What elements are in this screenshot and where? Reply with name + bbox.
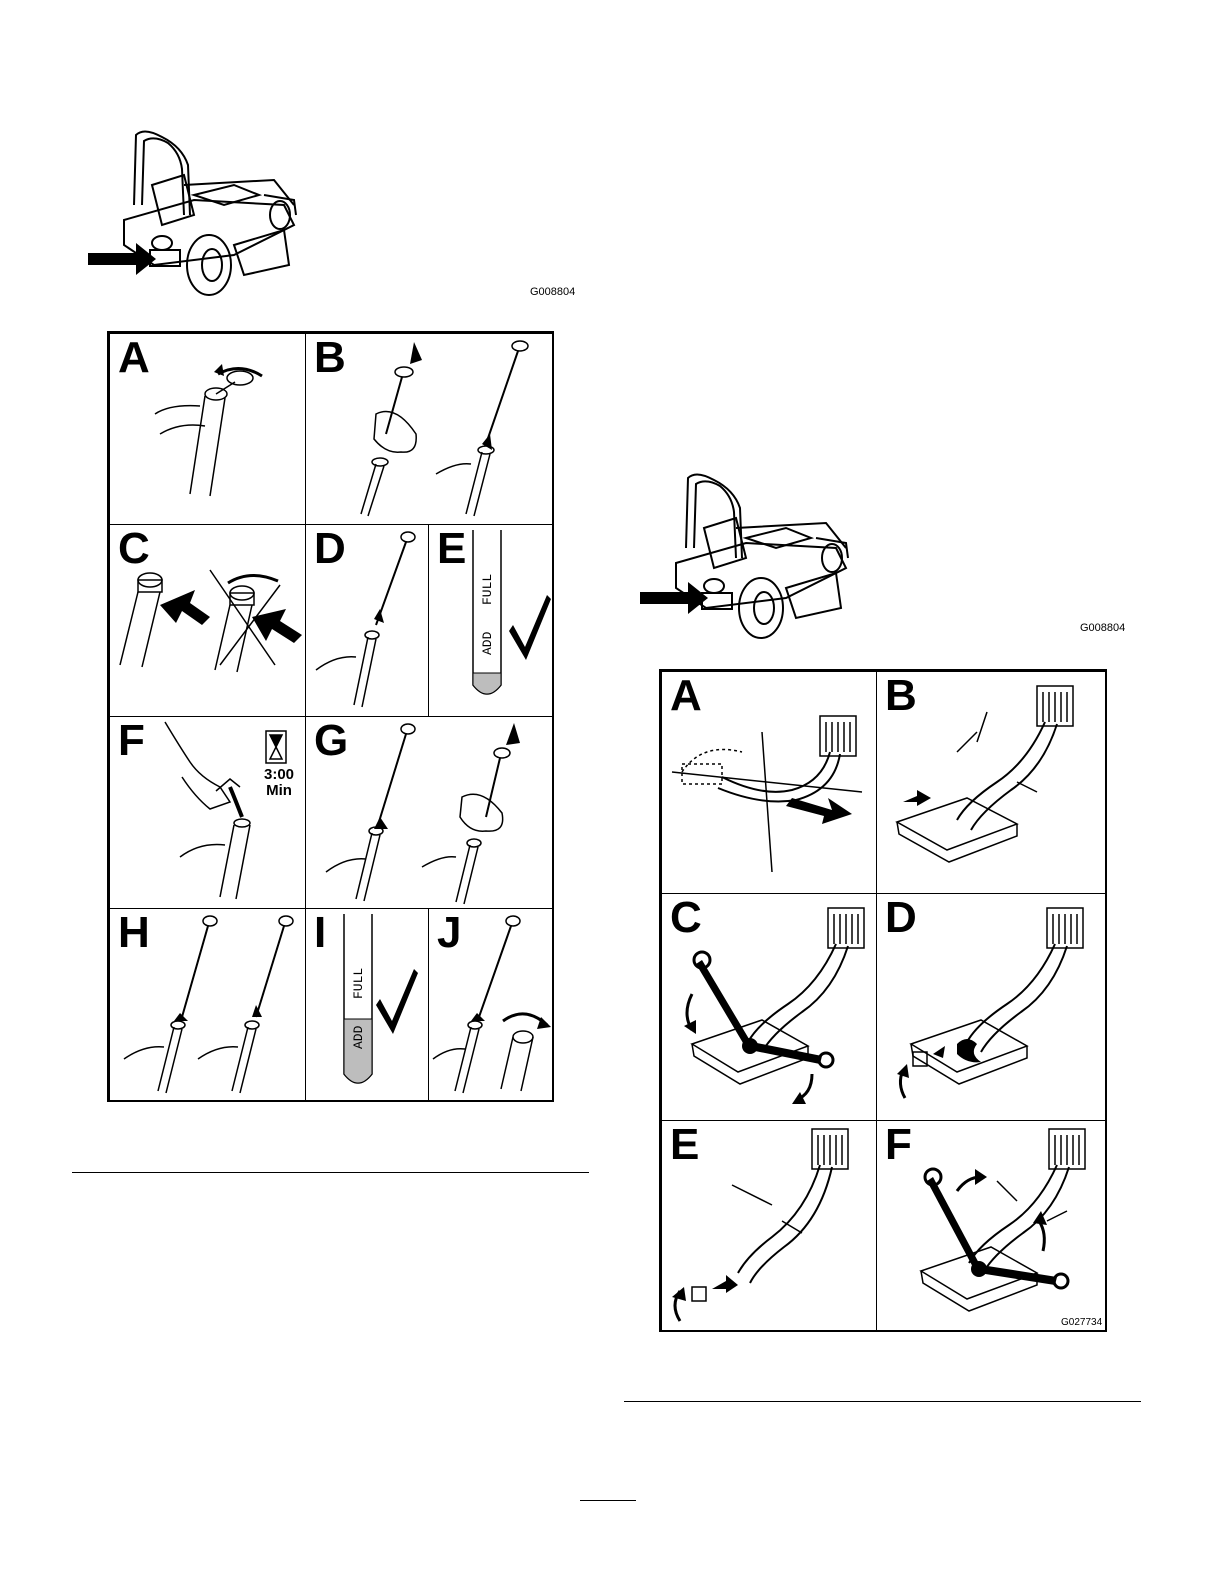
page-footer-rule: [580, 1500, 636, 1501]
figure-code: G008804: [530, 286, 575, 298]
panel-c: C: [661, 893, 877, 1121]
gauge-add: ADD: [480, 631, 495, 655]
panel-f: F G027734: [876, 1120, 1106, 1331]
panel-d: D: [305, 524, 429, 717]
timer-value: 3:00: [258, 767, 300, 783]
timer-label: 3:00 Min: [258, 767, 300, 799]
panel-j: J: [428, 908, 553, 1101]
panel-d: D: [876, 893, 1106, 1121]
panel-i: I ADD FULL: [305, 908, 429, 1101]
gauge-add: ADD: [351, 1025, 366, 1049]
section-divider: [624, 1401, 1141, 1402]
panel-h: H: [109, 908, 306, 1101]
mower-illustration-right: [636, 468, 1136, 648]
timer-unit: Min: [258, 783, 300, 799]
panel-a: A: [661, 671, 877, 894]
panel-c: C: [109, 524, 306, 717]
panel-e: E ADD FULL: [428, 524, 553, 717]
gauge-full: FULL: [351, 968, 366, 999]
panel-f: F 3:00 Min: [109, 716, 306, 909]
dipstick-procedure-grid: A B: [107, 331, 554, 1102]
figure-code: G027734: [1061, 1317, 1102, 1328]
panel-e: E: [661, 1120, 877, 1331]
figure-code: G008804: [1080, 622, 1125, 634]
panel-g: G: [305, 716, 553, 909]
mower-illustration-left: [84, 125, 584, 305]
panel-b: B: [305, 333, 553, 525]
gauge-full: FULL: [480, 574, 495, 605]
panel-b: B: [876, 671, 1106, 894]
panel-a: A: [109, 333, 306, 525]
oil-drain-procedure-grid: A B: [659, 669, 1107, 1332]
section-divider: [72, 1172, 589, 1173]
